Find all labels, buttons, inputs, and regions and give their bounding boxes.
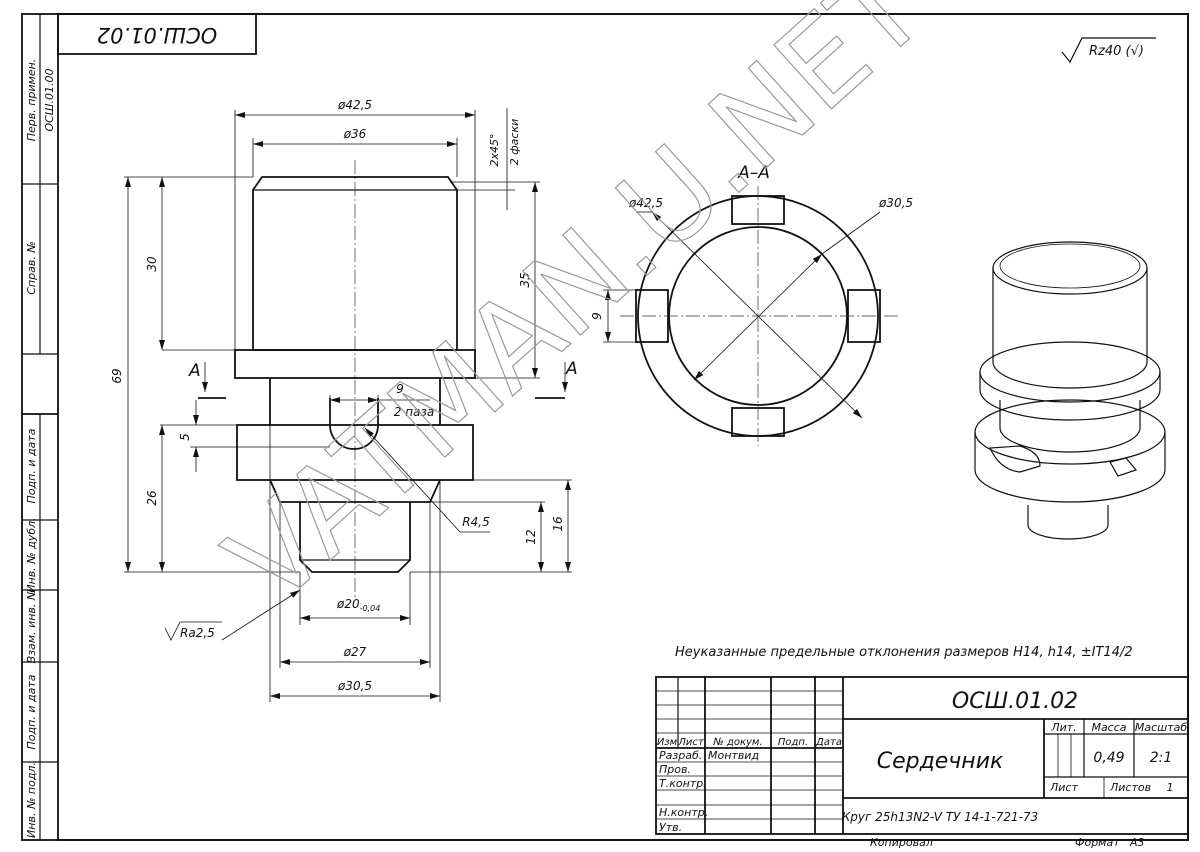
dim-d27: ø27 — [343, 645, 367, 659]
roughness-symbol — [1061, 37, 1156, 64]
tb-scale-label: Масштаб — [1135, 721, 1187, 734]
section-mark-right: A — [565, 359, 578, 379]
dim-h35: 35 — [518, 272, 532, 287]
sign-date-1: Подп. и дата — [25, 428, 38, 503]
dim-slot-count: 2 паза — [394, 405, 434, 419]
tb-mass-value: 0,49 — [1093, 750, 1124, 766]
tb-col-date: Дата — [815, 737, 842, 748]
dup-inv-label: Инв. № дубл. — [25, 517, 38, 592]
dim-d-top: ø42,5 — [337, 98, 372, 112]
watermark: VATMAN.U.NET — [201, 0, 952, 631]
dim-d-head: ø36 — [343, 127, 367, 141]
section-mark-left: A — [188, 361, 201, 381]
ref-label: Справ. № — [25, 241, 38, 295]
sign-date-2: Подп. и дата — [25, 674, 38, 749]
tb-sheets-label: Листов — [1109, 781, 1151, 794]
main-dimensions — [124, 108, 572, 702]
isometric-view — [974, 241, 1166, 540]
dim-h30: 30 — [145, 256, 159, 272]
dim-chamfer: 2x45° — [488, 133, 501, 166]
tb-sheet-label: Лист — [1049, 781, 1078, 794]
dim-slot-w: 9 — [396, 382, 404, 396]
first-use-label: Перв. примен. — [25, 59, 38, 142]
dim-h12: 12 — [524, 529, 538, 544]
tb-scale-value: 2:1 — [1150, 750, 1173, 766]
tb-copied-label: Копировал — [870, 836, 933, 848]
side-column — [21, 14, 58, 841]
tb-col-doc: № докум. — [712, 737, 762, 748]
orig-inv-label: Инв. № подл. — [25, 762, 38, 838]
section-title: А–А — [737, 163, 770, 183]
dim-h5: 5 — [178, 433, 192, 441]
section-slot: 9 — [590, 312, 604, 320]
section-d-inner: ø30,5 — [878, 196, 913, 210]
section-d-outer: ø42,5 — [628, 196, 663, 210]
dim-d30-5: ø30,5 — [337, 679, 372, 693]
tb-mass-label: Масса — [1091, 721, 1126, 734]
first-use-value: ОСШ.01.00 — [43, 68, 56, 131]
dim-h16: 16 — [551, 516, 565, 532]
svg-text:VATMAN.U.NET: VATMAN.U.NET — [201, 0, 951, 631]
dim-radius: R4,5 — [462, 515, 489, 529]
tb-role-utv: Утв. — [659, 821, 682, 834]
tb-col-izm: Изм — [657, 737, 678, 748]
tb-role-razrab: Разраб. — [659, 749, 702, 762]
title-block — [655, 676, 1189, 835]
tb-doc-code: ОСШ.01.02 — [952, 689, 1078, 714]
sheet-frame — [21, 13, 1189, 841]
tb-sheets-value: 1 — [1167, 781, 1174, 794]
tb-developer: Монтвид — [708, 749, 759, 762]
dim-d-pin: ø20-0,04 — [336, 597, 380, 613]
dim-h26: 26 — [145, 490, 159, 506]
tb-material: Круг 25h13N2-V ТУ 14-1-721-73 — [842, 810, 1039, 824]
tb-role-prov: Пров. — [659, 763, 691, 776]
dim-ra: Ra2,5 — [180, 626, 215, 640]
tb-role-nkontr: Н.контр. — [659, 806, 708, 819]
tb-part-name: Сердечник — [877, 749, 1004, 774]
tb-format-label: Формат — [1075, 836, 1120, 848]
corner-code: ОСШ.01.02 — [97, 23, 217, 47]
dim-chamfer-count: 2 фаски — [508, 119, 521, 165]
repl-inv-label: Взам. инв. № — [25, 589, 38, 664]
tb-col-sign: Подп. — [778, 737, 808, 748]
roughness-note: Rz40 (√) — [1089, 44, 1144, 59]
dim-h69: 69 — [110, 368, 124, 383]
tb-format-value: А3 — [1129, 836, 1145, 848]
tb-role-tkontr: Т.контр. — [659, 777, 707, 790]
tb-lit-label: Лит. — [1050, 721, 1076, 734]
tolerance-note: Неуказанные предельные отклонения размер… — [675, 645, 1133, 660]
section-view — [603, 186, 900, 446]
tb-col-list: Лист — [677, 737, 705, 748]
